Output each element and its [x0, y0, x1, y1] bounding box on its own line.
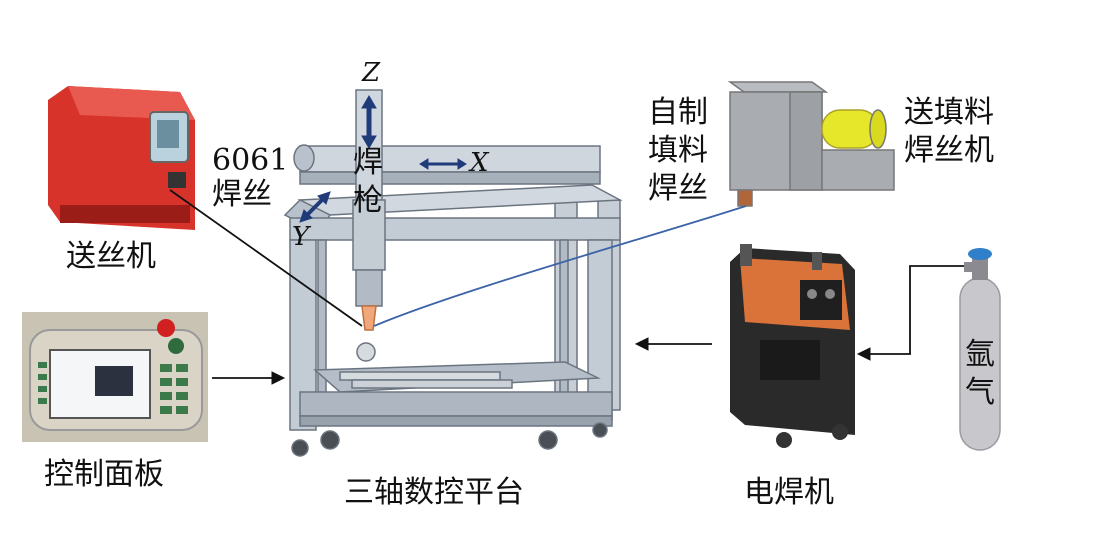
argon-line [866, 265, 964, 355]
y-axis-arrow [299, 191, 331, 223]
wire-spec-line1: 6061 [212, 143, 289, 178]
wire-feeder-label: 送丝机 [66, 239, 156, 274]
welder-to-platform-arrow [634, 337, 712, 351]
argon-label-char2: 气 [965, 375, 995, 410]
filler-wire-line [373, 205, 747, 327]
connections [169, 189, 964, 355]
self-made-line3: 焊丝 [648, 171, 708, 206]
welder-label: 电焊机 [744, 475, 834, 510]
panel-to-platform-arrow [212, 371, 286, 385]
argon-label-char1: 氩 [965, 337, 995, 372]
welder-illustration [730, 244, 855, 448]
argon-to-welder-arrow [856, 347, 871, 361]
self-made-line2: 填料 [648, 133, 708, 168]
wire-feeder-illustration [48, 86, 195, 230]
y-axis-label: Y [292, 222, 310, 252]
z-axis-label: Z [362, 58, 381, 88]
axis-arrows [299, 95, 467, 223]
torch-label-char2: 枪 [353, 183, 383, 218]
argon-bottle-illustration [959, 248, 1001, 451]
filler-feeder-illustration [727, 81, 895, 207]
filler-feeder-line2: 焊丝机 [904, 133, 994, 168]
z-axis-arrow [361, 95, 377, 149]
x-axis-arrow [419, 158, 467, 170]
torch-label-char1: 焊 [353, 145, 383, 180]
self-made-line1: 自制 [648, 95, 708, 130]
cnc-platform-illustration [283, 89, 623, 457]
control-panel-illustration [22, 312, 208, 442]
x-axis-label: X [470, 148, 489, 178]
platform-label: 三轴数控平台 [344, 475, 524, 510]
wire-spec-line2: 焊丝 [212, 177, 272, 212]
control-panel-label: 控制面板 [44, 457, 164, 492]
filler-feeder-line1: 送填料 [904, 95, 994, 130]
wire-6061-line [169, 189, 363, 327]
flow-arrows [212, 337, 871, 385]
